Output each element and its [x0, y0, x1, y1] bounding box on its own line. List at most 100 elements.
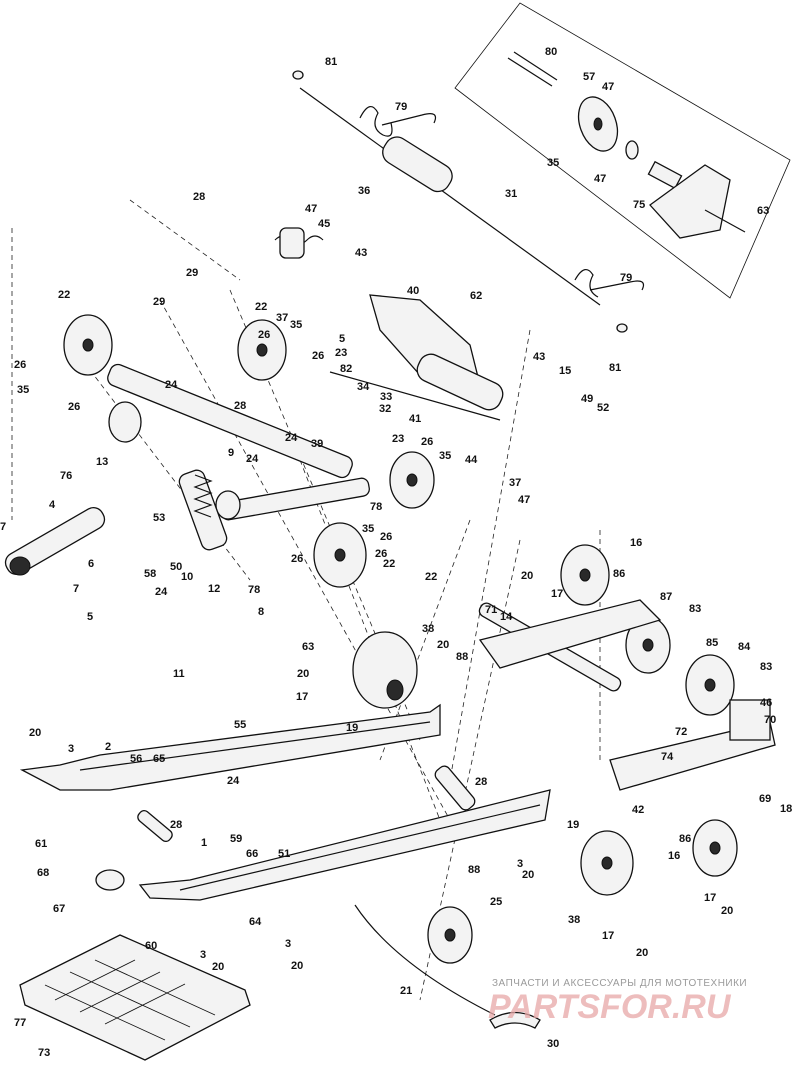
callout-c44: 44	[465, 454, 478, 466]
callout-c57: 57	[583, 71, 595, 83]
callout-c59: 59	[230, 833, 242, 845]
callout-c33: 33	[380, 391, 392, 403]
callout-c22b: 22	[255, 301, 267, 313]
callout-c14: 14	[500, 611, 513, 623]
callout-c20b: 20	[437, 639, 449, 651]
callout-c82: 82	[340, 363, 352, 375]
callout-c88a: 88	[456, 651, 468, 663]
callout-c18: 18	[780, 803, 792, 815]
callout-c28c: 28	[475, 776, 487, 788]
callout-c60: 60	[145, 940, 157, 952]
callout-c28b: 28	[234, 400, 246, 412]
callout-c20g: 20	[212, 961, 224, 973]
callout-c66: 66	[246, 848, 258, 860]
callout-c74: 74	[661, 751, 674, 763]
callout-c86b: 86	[679, 833, 691, 845]
callout-c19a: 19	[346, 722, 358, 734]
callout-c45: 45	[318, 218, 330, 230]
callout-c25: 25	[490, 896, 502, 908]
callout-c38a: 38	[422, 623, 434, 635]
callout-c13: 13	[96, 456, 108, 468]
callout-c79b: 79	[620, 272, 632, 284]
callout-c47d: 47	[518, 494, 530, 506]
callout-c26a: 26	[258, 329, 270, 341]
callout-c3d: 3	[285, 938, 291, 950]
callout-c26h: 26	[291, 553, 303, 565]
callout-c23a: 23	[335, 347, 347, 359]
callout-c42: 42	[632, 804, 644, 816]
callout-c2: 2	[105, 741, 111, 753]
callout-c21: 21	[400, 985, 412, 997]
callout-c83a: 83	[689, 603, 701, 615]
callout-c26e: 26	[421, 436, 433, 448]
callout-c24c: 24	[246, 453, 259, 465]
callout-c88b: 88	[468, 864, 480, 876]
watermark-brand: PARTSFOR.RU	[488, 988, 732, 1026]
callout-c1: 1	[201, 837, 207, 849]
callout-c29a: 29	[186, 267, 198, 279]
callout-c38b: 38	[568, 914, 580, 926]
callout-c81a: 81	[325, 56, 337, 68]
suspension-arms	[4, 363, 776, 791]
callout-c5b: 5	[87, 611, 93, 623]
callout-c77: 77	[14, 1017, 26, 1029]
inset-detail-box	[454, 2, 791, 299]
callout-c28a: 28	[193, 191, 205, 203]
callout-c35e: 35	[362, 523, 374, 535]
callout-c6: 6	[88, 558, 94, 570]
callout-c29b: 29	[153, 296, 165, 308]
callout-c23b: 23	[392, 433, 404, 445]
callout-c47c: 47	[305, 203, 317, 215]
callout-c20e: 20	[522, 869, 534, 881]
upper-shaft-assembly	[274, 70, 645, 421]
callout-c80: 80	[545, 46, 557, 58]
watermark-tagline: ЗАПЧАСТИ И АКСЕССУАРЫ ДЛЯ МОТОТЕХНИКИ	[492, 978, 747, 989]
callout-c85: 85	[706, 637, 718, 649]
callout-c20i: 20	[636, 947, 648, 959]
callout-c55: 55	[234, 719, 246, 731]
callout-c24a: 24	[165, 379, 178, 391]
callout-c26g: 26	[375, 548, 387, 560]
callout-c35b: 35	[290, 319, 302, 331]
callout-c17c: 17	[704, 892, 716, 904]
callout-c67: 67	[53, 903, 65, 915]
callout-c64: 64	[249, 916, 262, 928]
callout-c46: 46	[760, 697, 772, 709]
callout-c39: 39	[311, 438, 323, 450]
callout-c65: 65	[153, 753, 165, 765]
callout-c20h: 20	[291, 960, 303, 972]
callout-c20d: 20	[29, 727, 41, 739]
callout-c79a: 79	[395, 101, 407, 113]
callout-c10: 10	[181, 571, 193, 583]
callout-c78b: 78	[248, 584, 260, 596]
callout-c35d: 35	[439, 450, 451, 462]
callout-c30: 30	[547, 1038, 559, 1050]
callout-c34: 34	[357, 381, 370, 393]
callout-c26d: 26	[68, 401, 80, 413]
callout-c35c: 35	[17, 384, 29, 396]
callout-c43b: 43	[533, 351, 545, 363]
callout-c11: 11	[173, 668, 185, 680]
callout-c16b: 16	[668, 850, 680, 862]
callout-c26c: 26	[312, 350, 324, 362]
callout-c3a: 3	[68, 743, 74, 755]
callout-c43a: 43	[355, 247, 367, 259]
callout-c7a: 7	[0, 521, 6, 533]
callout-c20c: 20	[297, 668, 309, 680]
callout-c52: 52	[597, 402, 609, 414]
callout-c61: 61	[35, 838, 47, 850]
callout-c50: 50	[170, 561, 182, 573]
callout-c41: 41	[409, 413, 421, 425]
callout-c63b: 63	[302, 641, 314, 653]
callout-c7b: 7	[73, 583, 79, 595]
callout-c37b: 37	[509, 477, 521, 489]
callout-c3b: 3	[517, 858, 523, 870]
callout-c31: 31	[505, 188, 517, 200]
callout-c75: 75	[633, 199, 645, 211]
callout-c40: 40	[407, 285, 419, 297]
slide-rails	[19, 703, 551, 901]
callout-c73: 73	[38, 1047, 50, 1059]
callout-c71: 71	[485, 604, 497, 616]
